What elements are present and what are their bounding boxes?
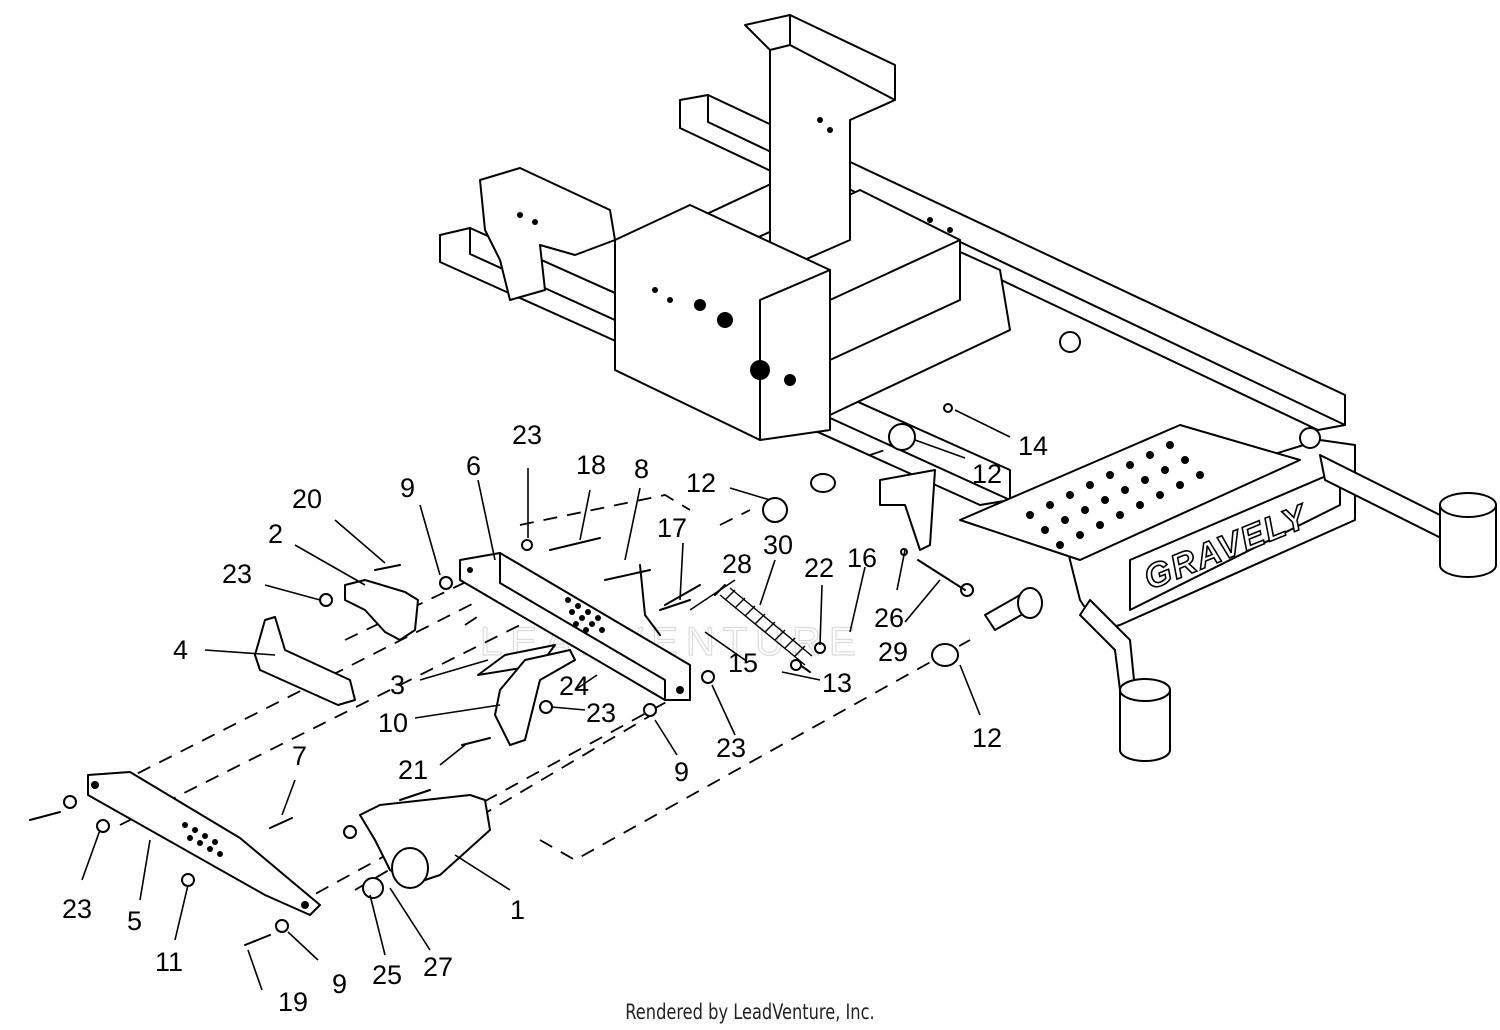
callout-12: 12 <box>686 468 716 498</box>
callout-12: 12 <box>972 459 1002 489</box>
callout-23: 23 <box>586 698 616 728</box>
callout-2: 2 <box>268 519 283 549</box>
part-4 <box>254 616 356 706</box>
callout-23: 23 <box>716 733 746 763</box>
callout-13: 13 <box>822 668 852 698</box>
callout-9: 9 <box>400 473 415 503</box>
callout-28: 28 <box>722 549 752 579</box>
part-5-plate <box>87 771 321 916</box>
chassis-frame: GRAVELY <box>439 14 1497 762</box>
callout-18: 18 <box>576 450 606 480</box>
callout-10: 10 <box>378 708 408 738</box>
callout-26: 26 <box>874 603 904 633</box>
callout-14: 14 <box>1018 431 1048 461</box>
part-6-bracket <box>459 552 691 701</box>
callout-12: 12 <box>972 723 1002 753</box>
callout-19: 19 <box>278 987 308 1017</box>
part-10 <box>494 649 576 746</box>
callout-5: 5 <box>127 906 142 936</box>
callout-22: 22 <box>804 553 834 583</box>
callout-labels: 23 18 8 12 14 12 6 9 20 2 23 17 28 30 22… <box>62 420 1048 1017</box>
callout-11: 11 <box>155 947 183 977</box>
callout-24: 24 <box>559 671 589 701</box>
callout-17: 17 <box>657 513 687 543</box>
callout-23: 23 <box>62 894 92 924</box>
callout-25: 25 <box>372 960 402 990</box>
callout-23: 23 <box>512 420 542 450</box>
callout-4: 4 <box>173 635 188 665</box>
footer-credit: Rendered by LeadVenture, Inc. <box>625 1000 875 1024</box>
callout-21: 21 <box>398 755 428 785</box>
callout-8: 8 <box>634 454 649 484</box>
callout-6: 6 <box>466 451 481 481</box>
callout-23: 23 <box>222 559 252 589</box>
part-2 <box>344 579 419 641</box>
callout-15: 15 <box>728 648 758 678</box>
bushings <box>762 423 959 667</box>
leader-lines <box>81 409 1011 991</box>
callout-16: 16 <box>847 543 877 573</box>
callout-27: 27 <box>423 952 453 982</box>
callout-9: 9 <box>332 969 347 999</box>
callout-7: 7 <box>292 741 307 771</box>
callout-30: 30 <box>763 530 793 560</box>
callout-20: 20 <box>292 484 322 514</box>
callout-29: 29 <box>878 637 908 667</box>
callout-3: 3 <box>390 670 405 700</box>
callout-9: 9 <box>674 757 689 787</box>
callout-1: 1 <box>510 895 525 925</box>
caster-mount-right <box>1439 492 1497 578</box>
caster-mount-left <box>1119 678 1171 762</box>
hardware <box>29 403 974 946</box>
